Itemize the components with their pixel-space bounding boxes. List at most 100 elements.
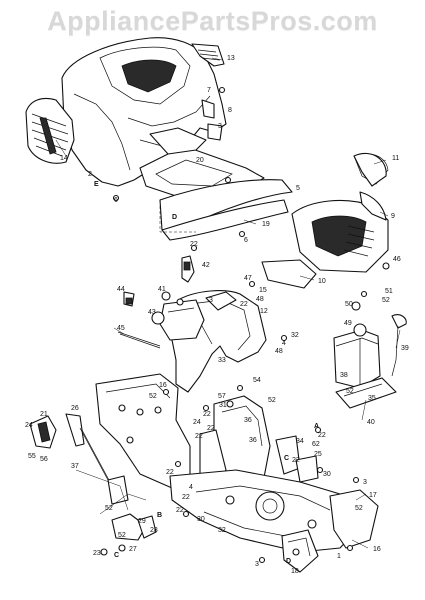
callout-4: 4	[282, 340, 286, 347]
callout-3: 3	[218, 123, 222, 130]
callout-22: 22	[292, 457, 300, 464]
callout-29: 29	[138, 518, 146, 525]
callout-24: 24	[193, 419, 201, 426]
callout-33: 33	[218, 357, 226, 364]
callout-30: 30	[197, 516, 205, 523]
hood-vent	[121, 59, 177, 93]
callout-6: 6	[114, 197, 118, 204]
callout-54: 54	[253, 377, 261, 384]
nose-grille	[291, 152, 389, 273]
callout-17: 17	[369, 492, 377, 499]
callout-52: 52	[382, 297, 390, 304]
fuel-tank	[159, 299, 205, 341]
callout-20: 20	[196, 157, 204, 164]
callout-24: 24	[25, 422, 33, 429]
callout-16: 16	[159, 382, 167, 389]
fasteners	[112, 86, 390, 564]
callout-D: D	[172, 214, 177, 221]
callout-A: A	[314, 423, 319, 430]
callout-22: 22	[207, 425, 215, 432]
callout-3: 3	[255, 561, 259, 568]
callout-1: 1	[337, 553, 341, 560]
callout-22: 22	[240, 301, 248, 308]
callout-31: 31	[219, 402, 227, 409]
callout-E: E	[94, 181, 99, 188]
callout-36: 36	[244, 417, 252, 424]
callout-9: 9	[391, 213, 395, 220]
callout-8: 8	[228, 107, 232, 114]
callout-48: 48	[275, 348, 283, 355]
callout-21: 21	[40, 411, 48, 418]
callout-26: 26	[71, 405, 79, 412]
callout-7: 7	[207, 87, 211, 94]
callout-4: 4	[189, 484, 193, 491]
side-grille-left	[25, 97, 75, 164]
callout-15: 15	[259, 287, 267, 294]
callout-48: 48	[256, 296, 264, 303]
callout-D: D	[286, 558, 291, 565]
callout-5: 5	[296, 185, 300, 192]
callout-50: 50	[345, 301, 353, 308]
callout-22: 22	[318, 432, 326, 439]
fuel-reservoir	[333, 301, 407, 409]
callout-3: 3	[363, 479, 367, 486]
callout-57: 57	[218, 393, 226, 400]
callout-6: 6	[244, 237, 248, 244]
callout-37: 37	[71, 463, 79, 470]
callout-40: 40	[367, 419, 375, 426]
main-frame	[95, 373, 379, 573]
callout-49: 49	[344, 320, 352, 327]
callout-56: 56	[40, 456, 48, 463]
callout-52: 52	[105, 505, 113, 512]
callout-44: 44	[117, 286, 125, 293]
callout-30: 30	[323, 471, 331, 478]
callout-46: 46	[393, 256, 401, 263]
callout-22: 22	[182, 494, 190, 501]
headlight-cap	[353, 152, 387, 187]
callout-34: 34	[296, 438, 304, 445]
callout-12: 12	[260, 308, 268, 315]
callout-52: 52	[355, 505, 363, 512]
callout-18: 18	[291, 568, 299, 575]
callout-13: 13	[227, 55, 235, 62]
callout-41: 41	[158, 286, 166, 293]
callout-51: 51	[385, 288, 393, 295]
callout-45: 45	[117, 325, 125, 332]
callout-47: 47	[244, 275, 252, 282]
callout-52: 52	[149, 393, 157, 400]
callout-38: 38	[340, 372, 348, 379]
lens-panel	[261, 259, 317, 289]
callout-2: 2	[88, 171, 92, 178]
callout-22: 22	[176, 507, 184, 514]
callout-62: 62	[312, 441, 320, 448]
callout-27: 27	[129, 546, 137, 553]
callout-23: 23	[93, 550, 101, 557]
callout-11: 11	[392, 155, 399, 162]
callout-32: 32	[291, 332, 299, 339]
callout-16: 16	[373, 546, 381, 553]
callout-28: 28	[150, 527, 158, 534]
front-bumper	[159, 179, 293, 241]
brake-linkage	[99, 493, 157, 556]
dash-tower	[159, 290, 267, 393]
callout-39: 39	[401, 345, 409, 352]
pedal-linkage	[29, 413, 129, 511]
callout-52: 52	[346, 388, 354, 395]
callout-25: 25	[314, 451, 322, 458]
callout-10: 10	[318, 278, 326, 285]
callout-55: 55	[28, 453, 36, 460]
callout-22: 22	[166, 469, 174, 476]
callout-22: 22	[203, 411, 211, 418]
callout-43: 43	[148, 309, 156, 316]
callout-22: 22	[190, 241, 198, 248]
callout-14: 14	[60, 155, 68, 162]
callout-3: 3	[209, 297, 213, 304]
watermark-text: AppliancePartsPros.com	[47, 6, 378, 36]
callout-42: 42	[202, 262, 210, 269]
ignition-parts	[117, 255, 195, 349]
callout-19: 19	[262, 221, 270, 228]
callout-52: 52	[118, 532, 126, 539]
